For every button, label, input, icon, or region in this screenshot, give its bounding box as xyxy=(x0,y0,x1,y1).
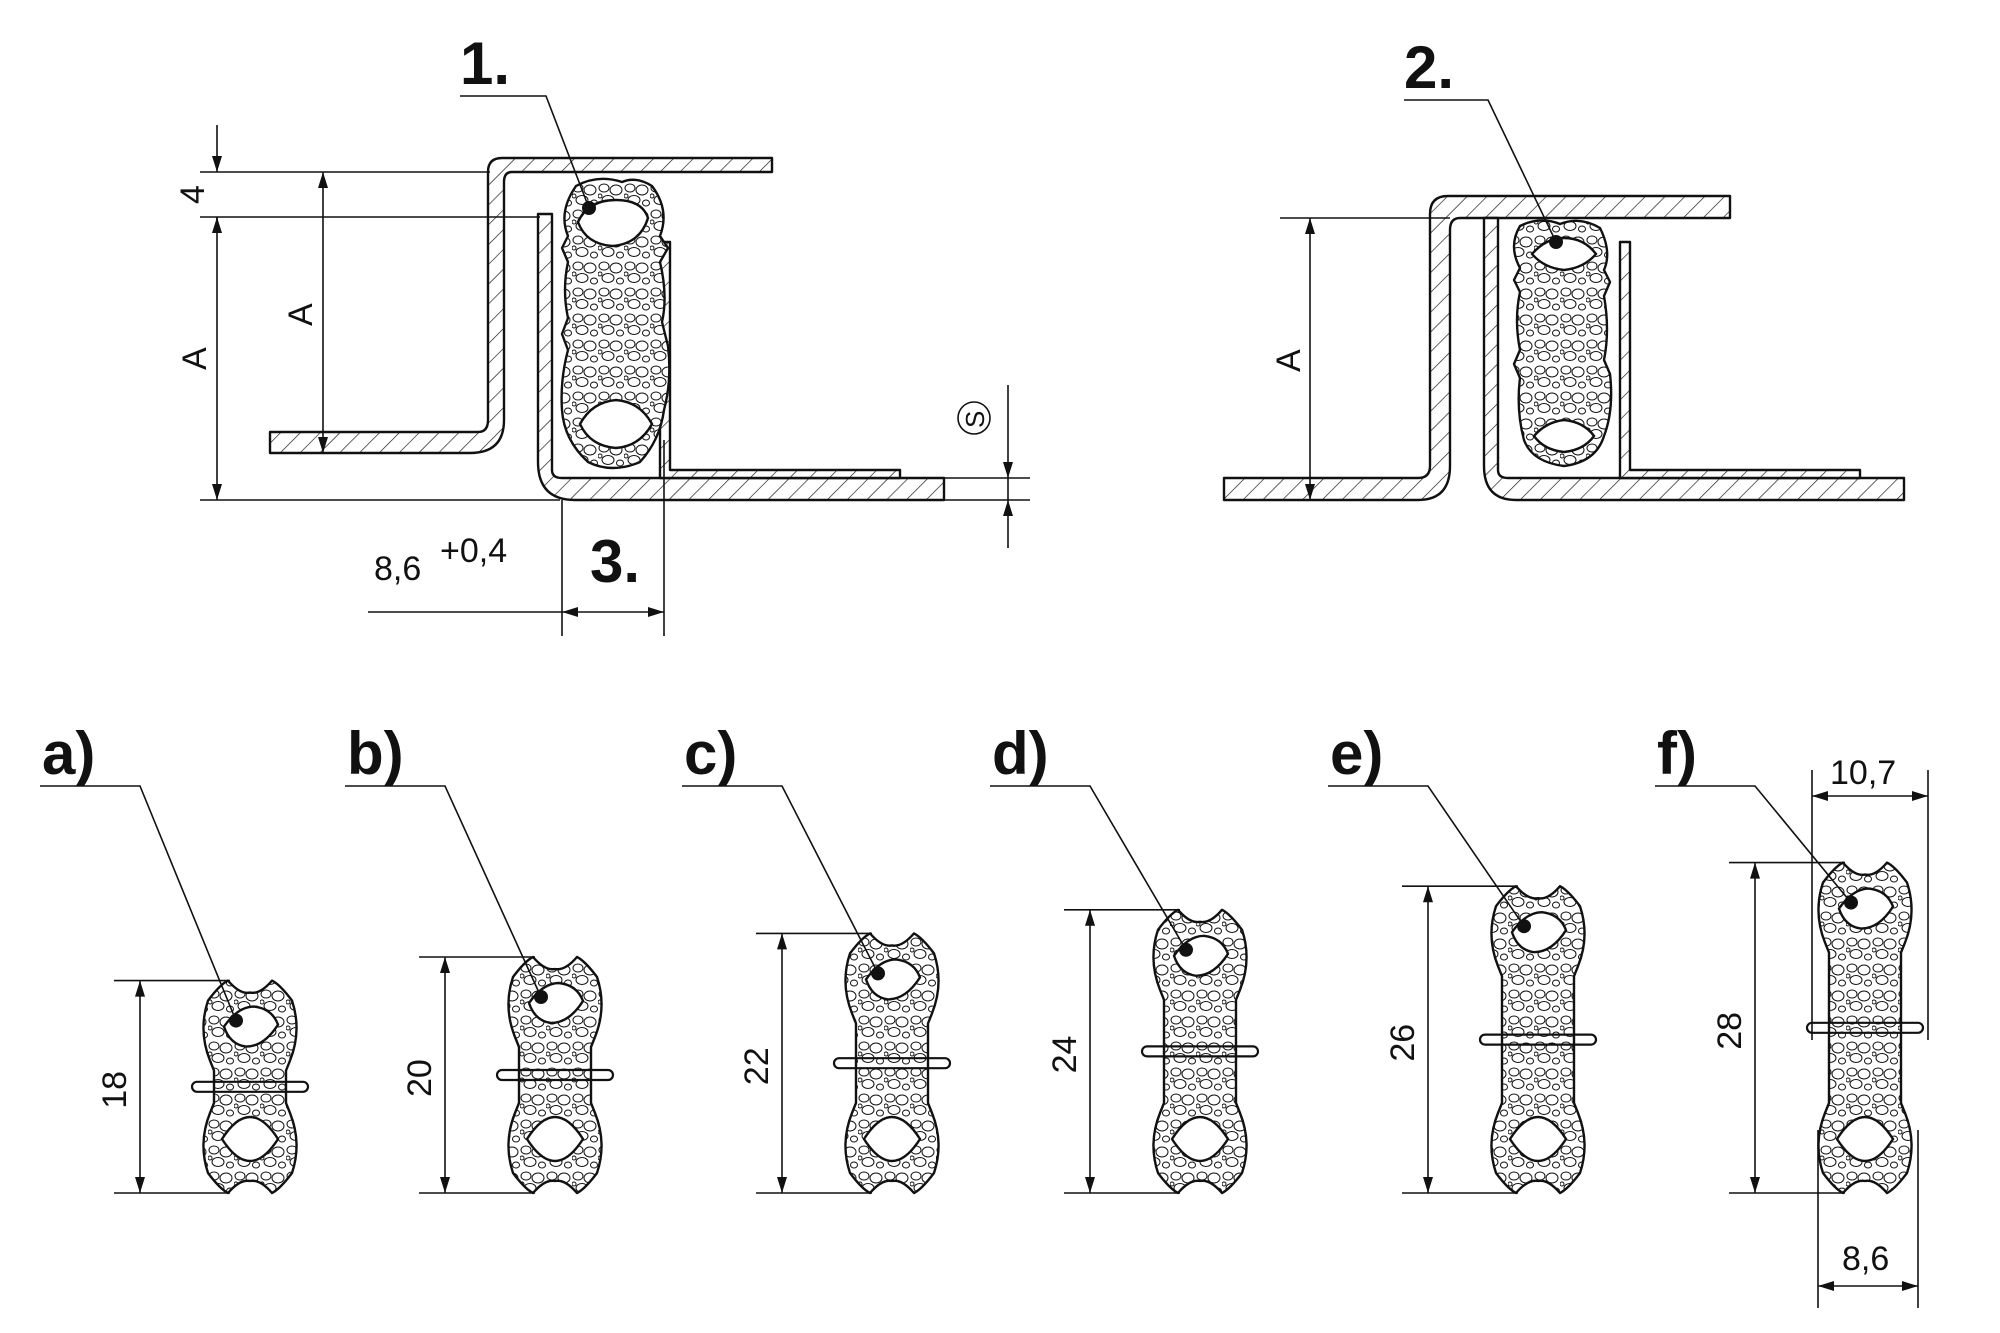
profile-lower-hole xyxy=(220,1115,280,1163)
profile-height-label: 28 xyxy=(1711,1012,1749,1050)
profile-body xyxy=(844,932,940,1195)
gasket-2-lower-hole xyxy=(1532,418,1596,454)
profile-letter: b) xyxy=(347,720,404,787)
profile-lower-hole xyxy=(862,1115,922,1163)
profile-leader xyxy=(345,785,542,998)
gasket-2 xyxy=(1512,219,1613,468)
profile-height-label: 18 xyxy=(96,1071,134,1109)
dim-a-outer-label: A xyxy=(176,347,214,370)
profile-height-label: 26 xyxy=(1384,1024,1422,1062)
profile-lower-hole xyxy=(1508,1115,1568,1163)
gasket-1-lower-hole xyxy=(578,398,654,450)
channel-1 xyxy=(658,240,902,480)
profile-leader xyxy=(990,785,1187,951)
profile-dim-arrow-top xyxy=(1423,886,1433,903)
profile-lower-hole xyxy=(1170,1115,1230,1163)
dim-4-arrow xyxy=(212,156,222,172)
profile-leader xyxy=(682,785,879,974)
gasket-1-upper-hole xyxy=(576,198,650,248)
width-tolerance: +0,4 xyxy=(440,532,507,570)
profile-fin xyxy=(1140,1045,1260,1058)
lower-sheet-2 xyxy=(1482,216,1906,502)
f-outer-width-arrow-right xyxy=(1912,791,1928,801)
profile-dim-arrow-bottom xyxy=(1085,1177,1095,1193)
profile-dim-arrow-top xyxy=(777,933,787,950)
profile-row: a) 18 b) 20 c) 22 d) 24 e) 26 f) 28 xyxy=(40,720,1925,1195)
profile-letter: f) xyxy=(1657,720,1697,787)
profile-body xyxy=(1817,861,1913,1195)
profile-leader xyxy=(1655,785,1852,904)
profile-body xyxy=(1490,885,1586,1195)
profile-b: b) 20 xyxy=(345,720,615,1195)
dim-a-outer-arrow xyxy=(212,484,222,500)
f-base-width-arrow-right xyxy=(1902,1281,1918,1291)
dim-a-right-arrow-top xyxy=(1305,218,1315,234)
profile-e: e) 26 xyxy=(1328,720,1598,1195)
callout-1-leader xyxy=(460,95,590,209)
upper-sheet-2 xyxy=(1222,194,1732,502)
profile-fin xyxy=(832,1057,952,1070)
f-extra-dims: 10,7 8,6 xyxy=(1811,754,1929,1308)
profile-letter: d) xyxy=(992,720,1049,787)
assembly-1: 1. 4 A A S 8,6 +0,4 3. xyxy=(174,30,1030,636)
profile-dim-arrow-bottom xyxy=(1750,1177,1760,1193)
profile-letter: e) xyxy=(1330,720,1383,787)
s-mark-circle xyxy=(957,401,991,435)
profile-dim-arrow-top xyxy=(1750,862,1760,879)
profile-letter: c) xyxy=(684,720,737,787)
width-arrow-right xyxy=(648,607,664,617)
callout-2-leader xyxy=(1404,99,1557,243)
s-dim-arrow-top xyxy=(1003,462,1013,478)
channel-2 xyxy=(1618,240,1862,480)
f-base-width-label: 8,6 xyxy=(1842,1240,1889,1278)
s-dim-arrow-bottom xyxy=(1003,500,1013,516)
profile-fin xyxy=(190,1080,310,1093)
dim-4-label: 4 xyxy=(174,185,212,204)
dim-a-inner-arrow-top xyxy=(318,172,328,188)
profile-dim-arrow-top xyxy=(440,957,450,973)
assembly-2: 2. A xyxy=(1222,34,1906,502)
f-outer-width-label: 10,7 xyxy=(1830,754,1896,792)
profile-fin xyxy=(1478,1033,1598,1046)
profile-d: d) 24 xyxy=(990,720,1260,1195)
profile-leader xyxy=(1328,785,1525,927)
dim-a-inner-arrow-bottom xyxy=(318,437,328,453)
profile-dim-arrow-bottom xyxy=(440,1177,450,1193)
profile-leader xyxy=(40,785,237,1021)
callout-3-label: 3. xyxy=(590,528,640,595)
profile-dim-arrow-top xyxy=(135,980,145,997)
profile-lower-hole xyxy=(525,1115,585,1163)
profile-height-label: 20 xyxy=(401,1059,439,1097)
profile-dim-arrow-bottom xyxy=(1423,1177,1433,1193)
profile-height-label: 22 xyxy=(738,1047,776,1085)
callout-2-label: 2. xyxy=(1404,34,1454,101)
profile-fin xyxy=(1805,1021,1925,1034)
profile-letter: a) xyxy=(42,720,95,787)
upper-sheet-1 xyxy=(268,156,774,455)
profile-a: a) 18 xyxy=(40,720,310,1195)
profile-dim-arrow-bottom xyxy=(135,1177,145,1193)
profile-lower-hole xyxy=(1835,1115,1895,1163)
f-outer-width-arrow-left xyxy=(1812,791,1828,801)
profile-c: c) 22 xyxy=(682,720,952,1195)
dim-a-inner-label: A xyxy=(282,303,320,326)
s-mark-label: S xyxy=(960,411,990,428)
profile-f: f) 28 xyxy=(1655,720,1925,1195)
callout-1-label: 1. xyxy=(460,30,510,97)
width-label: 8,6 xyxy=(374,550,421,588)
f-base-width-arrow-left xyxy=(1818,1281,1834,1291)
dim-a-right-arrow-bottom xyxy=(1305,484,1315,500)
width-arrow-left xyxy=(562,607,578,617)
profile-fin xyxy=(495,1068,615,1082)
dim-a-right-label: A xyxy=(1270,349,1308,372)
gasket-1 xyxy=(560,177,671,470)
profile-dim-arrow-bottom xyxy=(777,1177,787,1193)
profile-height-label: 24 xyxy=(1046,1036,1084,1074)
profile-body xyxy=(1152,908,1248,1195)
profile-dim-arrow-top xyxy=(1085,909,1095,926)
